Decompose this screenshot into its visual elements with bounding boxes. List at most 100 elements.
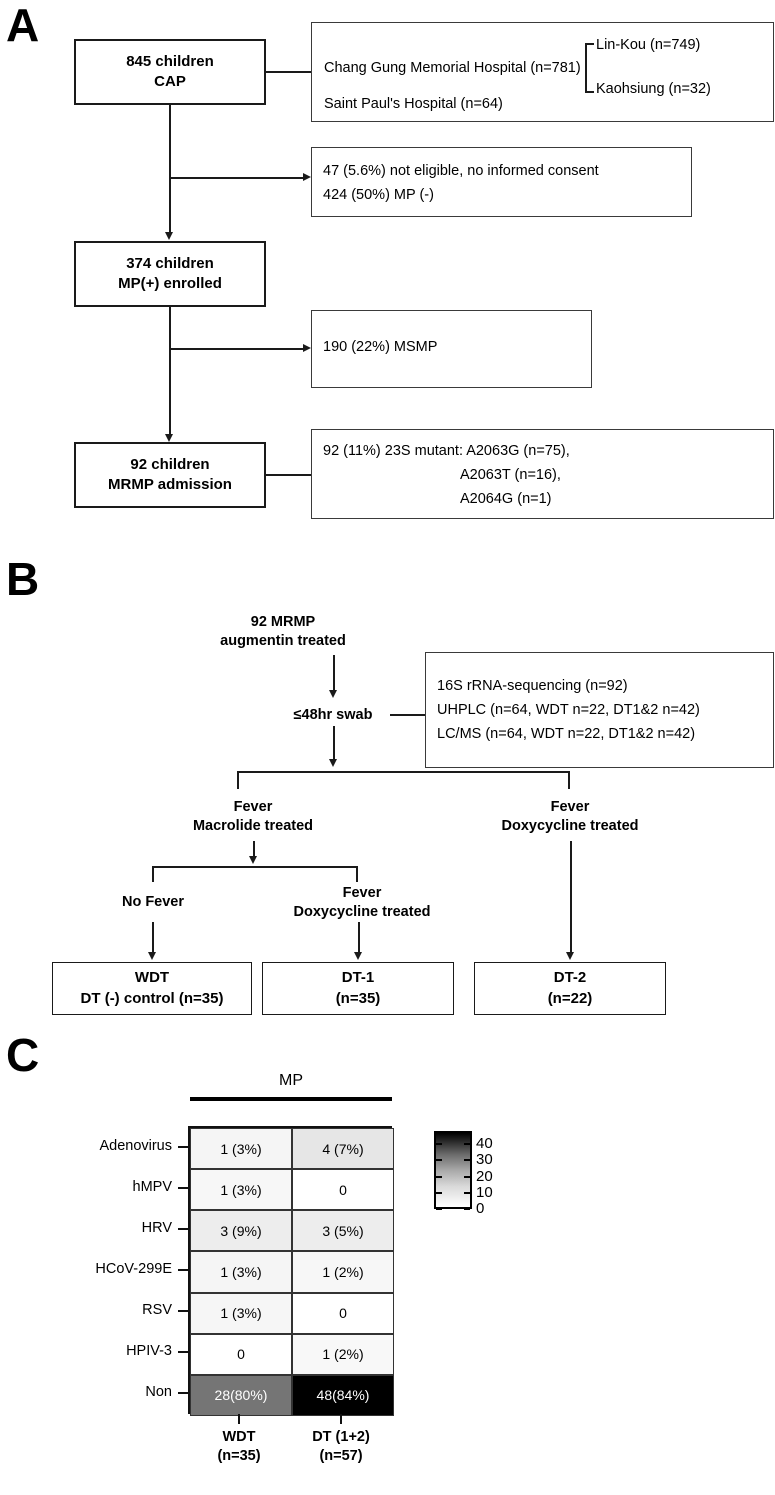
box-92-line1: 92 children	[130, 455, 210, 473]
box-374-children-enrolled: 374 children MP(+) enrolled	[74, 241, 266, 307]
sites-line2: Saint Paul's Hospital (n=64)	[324, 96, 503, 112]
assay-line3: LC/MS (n=64, WDT n=22, DT1&2 n=42)	[437, 726, 696, 742]
connector-to-wdt	[152, 922, 154, 955]
heatmap-cell: 3 (9%)	[190, 1210, 292, 1252]
connector-mrmp-to-mutant	[266, 474, 312, 476]
heatmap-group-header: MP	[279, 1072, 303, 1089]
heatmap-cell-value: 1 (3%)	[220, 1140, 262, 1157]
outcome-dt2-line2: (n=22)	[547, 989, 593, 1007]
exclusion-line1: 47 (5.6%) not eligible, no informed cons…	[323, 163, 599, 179]
heatmap-cell: 28(80%)	[190, 1374, 292, 1416]
outcome-wdt-line1: WDT	[134, 969, 170, 987]
heatmap-cell-value: 0	[237, 1346, 245, 1363]
box-374-line2: MP(+) enrolled	[118, 275, 222, 292]
panel-letter-b: B	[6, 553, 39, 605]
colorbar-tick	[436, 1191, 442, 1194]
connector-cap-down	[169, 105, 171, 234]
box-outcome-dt1: DT-1 (n=35)	[262, 962, 454, 1015]
outcome-dt2-line1: DT-2	[553, 969, 587, 987]
box-845-line2: CAP	[154, 73, 186, 90]
colorbar-tick	[464, 1159, 470, 1162]
colorbar-tick-label: 10	[476, 1183, 493, 1201]
label-92-mrmp-line1: 92 MRMP	[250, 614, 316, 630]
heatmap-cell: 1 (3%)	[190, 1169, 292, 1211]
connector-swab-to-assay	[390, 714, 426, 716]
arrow-swab-down	[329, 759, 337, 767]
heatmap-row-tick	[178, 1145, 188, 1148]
box-845-line1: 845 children	[126, 52, 214, 70]
outcome-dt1-line1: DT-1	[341, 969, 375, 987]
heatmap-column-tick	[340, 1414, 342, 1424]
arrow-mrmp-to-swab	[329, 690, 337, 698]
heatmap-cell-value: 1 (2%)	[322, 1346, 364, 1363]
textbox-exclusion: 47 (5.6%) not eligible, no informed cons…	[311, 147, 692, 217]
heatmap-cell-value: 1 (3%)	[220, 1181, 262, 1198]
mutant-line3: A2064G (n=1)	[460, 491, 552, 507]
label-sub-left-line1: No Fever	[121, 894, 185, 910]
arrow-cap-to-enrolled	[165, 232, 173, 240]
heatmap-row-label: RSV	[142, 1302, 172, 1319]
arrow-to-dt1	[354, 952, 362, 960]
sites-bracket	[585, 43, 594, 93]
panel-letter-c: C	[6, 1029, 39, 1081]
assay-line2: UHPLC (n=64, WDT n=22, DT1&2 n=42)	[437, 702, 700, 718]
colorbar-tick-label: 40	[476, 1135, 493, 1152]
arrow-to-exclusion	[303, 173, 311, 181]
colorbar-tick	[464, 1191, 470, 1194]
heatmap-row-label: Adenovirus	[99, 1137, 172, 1154]
arrow-to-wdt	[148, 952, 156, 960]
heatmap-group-rule	[190, 1097, 392, 1101]
heatmap-row-label: hMPV	[132, 1178, 173, 1195]
box-outcome-dt2: DT-2 (n=22)	[474, 962, 666, 1015]
heatmap-cell: 0	[190, 1333, 292, 1375]
heatmap-column-label-count: (n=57)	[319, 1447, 363, 1464]
heatmap-cell-value: 0	[339, 1181, 347, 1198]
colorbar-tick	[436, 1143, 442, 1145]
heatmap-cell: 1 (3%)	[190, 1251, 292, 1293]
sites-branch1: Lin-Kou (n=749)	[596, 37, 701, 53]
colorbar-tick	[464, 1208, 470, 1210]
heatmap-cell: 1 (3%)	[190, 1128, 292, 1170]
heatmap-cell-value: 3 (9%)	[220, 1222, 262, 1239]
heatmap-cell: 0	[292, 1292, 394, 1334]
box-92-children-mrmp: 92 children MRMP admission	[74, 442, 266, 508]
sites-line1: Chang Gung Memorial Hospital (n=781)	[324, 60, 581, 76]
colorbar-tick	[464, 1143, 470, 1145]
label-92-mrmp-line2: augmentin treated	[220, 633, 346, 649]
heatmap-row-tick	[178, 1269, 188, 1271]
box-92-line2: MRMP admission	[108, 476, 232, 493]
connector-cap-to-sites	[266, 71, 312, 73]
label-sub-right-line2: Doxycycline treated	[293, 904, 431, 920]
heatmap-row-label: HCoV-299E	[95, 1261, 172, 1277]
heatmap-row-tick	[178, 1351, 188, 1354]
arrow-to-dt2	[566, 952, 574, 960]
label-branch-left-line2: Macrolide treated	[192, 818, 314, 834]
exclusion-line2: 424 (50%) MP (-)	[323, 187, 434, 203]
textbox-msmp: 190 (22%) MSMP	[311, 310, 592, 388]
heatmap-cell: 48(84%)	[292, 1374, 394, 1416]
heatmap-row-tick	[178, 1186, 188, 1189]
heatmap-cell-value: 4 (7%)	[322, 1140, 364, 1157]
label-branch-right-line2: Doxycycline treated	[501, 818, 639, 834]
mutant-line2: A2063T (n=16),	[460, 467, 561, 483]
heatmap-cell-value: 1 (2%)	[322, 1263, 364, 1280]
heatmap-row-tick	[178, 1392, 188, 1395]
heatmap-cell-value: 28(80%)	[214, 1387, 268, 1404]
connector-to-msmp	[169, 348, 305, 350]
box-outcome-wdt: WDT DT (-) control (n=35)	[52, 962, 252, 1015]
heatmap-cell: 1 (2%)	[292, 1333, 394, 1375]
heatmap-row-label: HRV	[141, 1219, 172, 1236]
connector-mrmp-to-swab	[333, 655, 335, 693]
arrow-enrolled-to-mrmp	[165, 434, 173, 442]
msmp-line1: 190 (22%) MSMP	[323, 339, 438, 355]
heatmap-row-label: HPIV-3	[126, 1343, 172, 1360]
colorbar-tick-label: 0	[476, 1200, 485, 1217]
textbox-recruitment-sites: Chang Gung Memorial Hospital (n=781) Sai…	[311, 22, 774, 122]
heatmap-cell: 1 (2%)	[292, 1251, 394, 1293]
connector-to-dt2	[570, 841, 572, 955]
heatmap-cell: 4 (7%)	[292, 1128, 394, 1170]
heatmap-cell: 0	[292, 1169, 394, 1211]
heatmap-cell: 3 (5%)	[292, 1210, 394, 1252]
connector-to-exclusion	[169, 177, 305, 179]
arrow-left-branch-down	[249, 856, 257, 864]
